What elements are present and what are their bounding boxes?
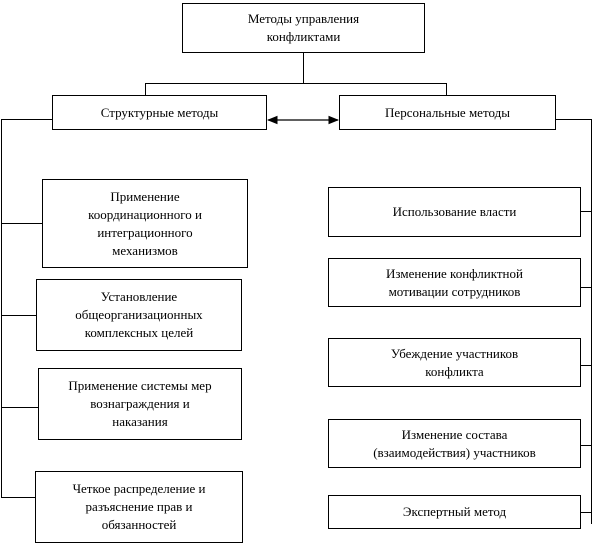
structural-item-3-line-3: наказания (112, 414, 168, 429)
root-node-text: Методы управления конфликтами (248, 10, 359, 46)
personal-methods-label: Персональные методы (385, 104, 510, 120)
structural-item-4-line-2: разъяснение прав и (85, 499, 193, 514)
structural-item-3-text: Применение системы мер вознаграждения и … (68, 377, 211, 431)
structural-item-2: Установление общеорганизационных комплек… (36, 279, 242, 351)
personal-item-1-line-1: Использование власти (392, 204, 517, 219)
structural-item-3-line-2: вознаграждения и (90, 396, 190, 411)
personal-item-3-line-2: конфликта (425, 363, 484, 379)
structural-item-2-line-2: общеорганизационных (75, 307, 203, 322)
personal-methods-node: Персональные методы (339, 95, 556, 130)
personal-item-5-line-1: Экспертный метод (402, 504, 507, 519)
structural-item-1-line-4: механизмов (112, 242, 178, 258)
structural-item-4: Четкое распределение и разъяснение прав … (35, 471, 243, 543)
personal-item-2: Изменение конфликтной мотивации сотрудни… (328, 258, 581, 307)
structural-item-1-text: Применение координационного и интеграцио… (88, 188, 202, 260)
structural-item-4-line-3: обязанностей (101, 517, 177, 532)
structural-item-1-line-3: интеграционного (97, 224, 193, 240)
personal-item-2-text: Изменение конфликтной мотивации сотрудни… (386, 265, 523, 301)
personal-item-2-line-1: Изменение конфликтной (386, 265, 523, 281)
personal-item-4-text: Изменение состава (взаимодействия) участ… (373, 426, 536, 462)
structural-item-2-text: Установление общеорганизационных комплек… (75, 288, 202, 342)
personal-item-2-line-2: мотивации сотрудников (388, 283, 521, 299)
personal-item-4-line-2: (взаимодействия) участников (373, 444, 536, 460)
personal-item-3-text: Убеждение участников конфликта (391, 345, 518, 381)
structural-item-1: Применение координационного и интеграцио… (42, 179, 248, 268)
structural-item-1-line-1: Применение (110, 188, 180, 204)
structural-item-2-line-3: комплексных целей (84, 325, 194, 340)
structural-item-3: Применение системы мер вознаграждения и … (38, 368, 242, 440)
root-line-2: конфликтами (266, 29, 341, 44)
personal-item-5: Экспертный метод (328, 495, 581, 529)
structural-methods-label: Структурные методы (100, 104, 219, 120)
structural-item-2-line-1: Установление (100, 289, 178, 304)
structural-item-4-line-1: Четкое распределение и (72, 481, 206, 496)
structural-item-3-line-1: Применение системы мер (68, 378, 212, 393)
personal-item-4: Изменение состава (взаимодействия) участ… (328, 419, 581, 468)
root-line-1: Методы управления (247, 11, 360, 26)
personal-item-1: Использование власти (328, 187, 581, 237)
root-node: Методы управления конфликтами (182, 3, 425, 53)
structural-item-1-line-2: координационного и (88, 206, 202, 222)
personal-item-4-line-1: Изменение состава (401, 426, 508, 442)
structural-methods-node: Структурные методы (52, 95, 267, 130)
structural-item-4-text: Четкое распределение и разъяснение прав … (73, 480, 206, 534)
personal-item-3-line-1: Убеждение участников (390, 345, 519, 361)
personal-item-3: Убеждение участников конфликта (328, 338, 581, 387)
